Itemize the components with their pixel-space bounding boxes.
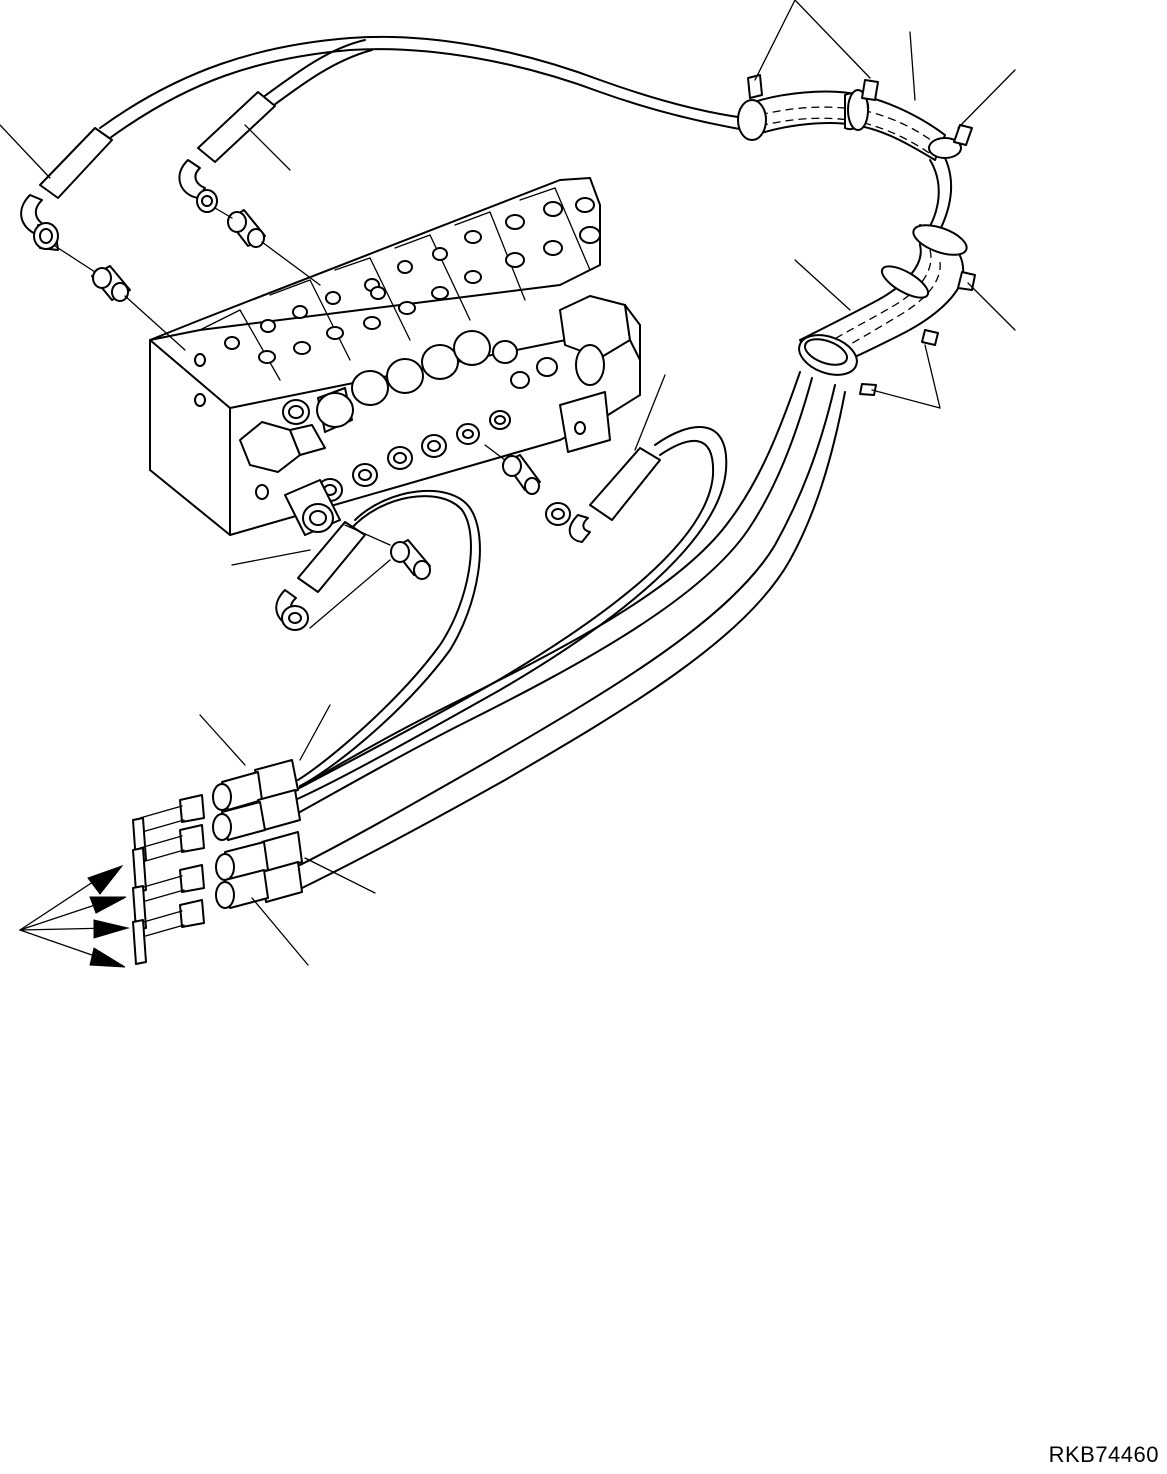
quick-coupler-set — [133, 760, 302, 964]
lower-hose-bundle — [276, 372, 845, 888]
hose-protector-upper — [738, 75, 972, 230]
arrow-head-icon — [88, 866, 122, 894]
arrow-head-icon — [90, 948, 125, 967]
arrow-head-icon — [94, 920, 128, 938]
control-valve-block — [150, 178, 640, 535]
arrow-head-icon — [90, 897, 126, 913]
drawing-code-label: RKB74460 — [1048, 1442, 1159, 1467]
hose-protector-lower — [794, 219, 975, 395]
direction-arrows — [20, 866, 128, 967]
leader-lines — [0, 0, 1015, 965]
upper-hose-pair — [21, 37, 745, 350]
